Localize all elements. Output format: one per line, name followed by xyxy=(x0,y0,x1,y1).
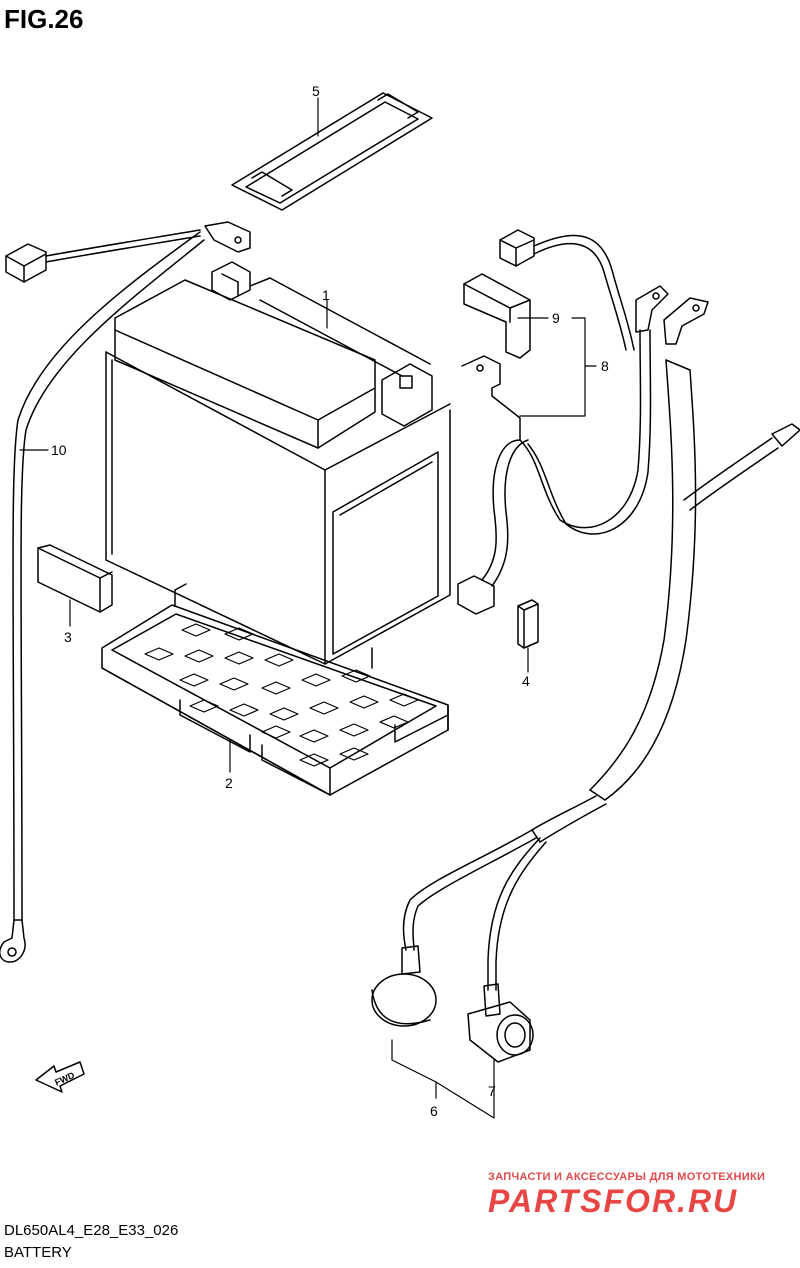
callout-10: 10 xyxy=(51,442,67,458)
callout-7: 7 xyxy=(488,1083,496,1099)
callout-leaders xyxy=(19,97,597,1119)
battery-pad xyxy=(37,544,113,613)
battery-tray xyxy=(101,583,449,796)
model-code: DL650AL4_E28_E33_026 xyxy=(4,1222,179,1239)
battery-strap xyxy=(231,92,433,211)
section-title: BATTERY xyxy=(4,1244,72,1261)
tray-vent-holes xyxy=(144,623,419,767)
callout-numbers: 1 2 3 4 5 6 7 8 9 10 xyxy=(51,83,609,1119)
terminal-cover xyxy=(463,273,531,359)
callout-3: 3 xyxy=(64,629,72,645)
sensor-boots xyxy=(371,945,534,1063)
wiring-harness-main xyxy=(402,359,800,991)
positive-lead-cable xyxy=(457,329,652,615)
callout-8: 8 xyxy=(601,358,609,374)
callout-2: 2 xyxy=(225,775,233,791)
negative-lead-cable xyxy=(0,221,251,963)
callout-5: 5 xyxy=(312,83,320,99)
figure-title: FIG.26 xyxy=(4,4,84,34)
callout-6: 6 xyxy=(430,1103,438,1119)
forward-arrow-icon: FWD xyxy=(35,1061,85,1093)
watermark-brand: PARTSFOR.RU xyxy=(488,1183,739,1219)
watermark-tagline: ЗАПЧАСТИ И АКСЕССУАРЫ ДЛЯ МОТОТЕХНИКИ xyxy=(488,1171,766,1183)
battery xyxy=(105,261,451,665)
small-plate xyxy=(517,599,539,649)
callout-9: 9 xyxy=(552,310,560,326)
callout-4: 4 xyxy=(522,673,530,689)
callout-1: 1 xyxy=(322,287,330,303)
wiring-harness-upper xyxy=(499,229,709,351)
